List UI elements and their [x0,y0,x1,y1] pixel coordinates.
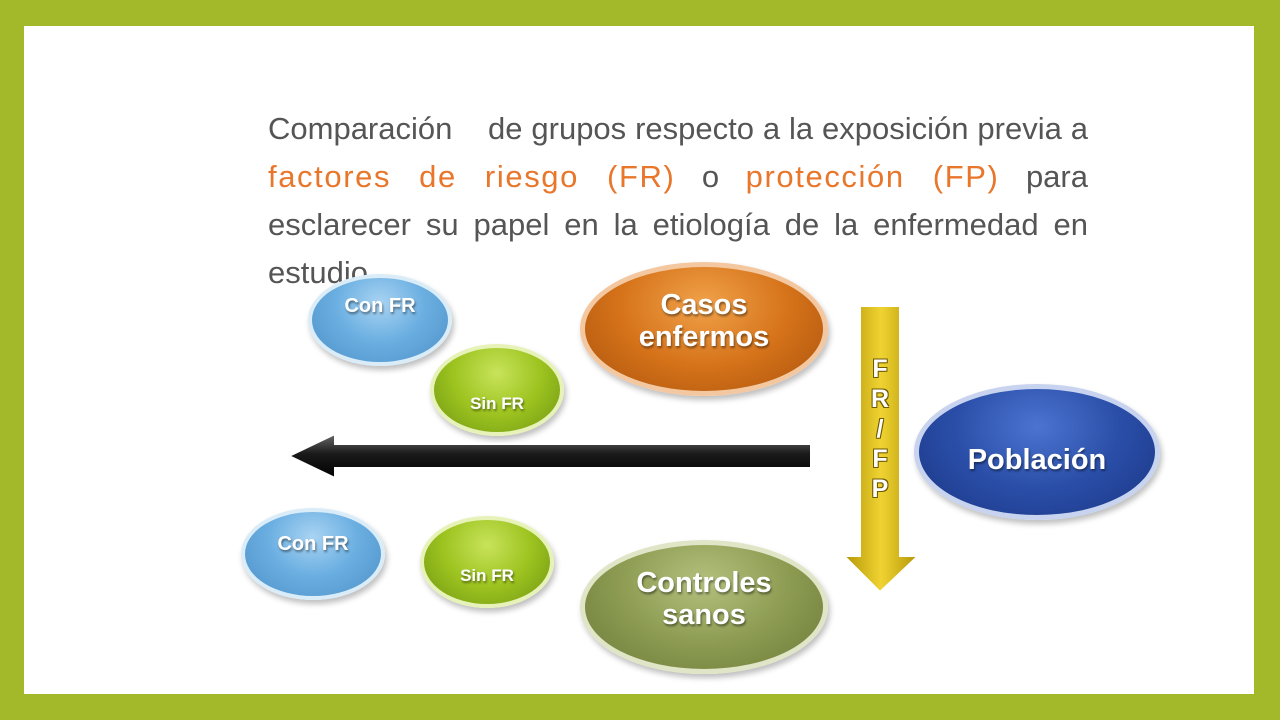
intro-comparacion: Comparación [268,111,453,146]
sin-fr-top-oval: Sin FR [430,344,564,436]
frfp-letter: / [876,415,884,443]
frfp-letter: F [872,355,888,383]
controles-sanos-label: Controles sanos [636,567,772,631]
casos-enfermos-oval: Casos enfermos [580,262,828,396]
frfp-letter: P [871,475,889,503]
intro-highlight-fp: protección (FP) [745,159,1000,194]
fr-fp-vertical-label: F R / F P [862,354,898,504]
poblacion-oval: Población [914,384,1160,520]
intro-text-1: de grupos respecto a la exposición previ… [488,111,1089,146]
con-fr-top-oval: Con FR [308,274,452,366]
frfp-letter: F [872,445,888,473]
sin-fr-bottom-oval: Sin FR [420,516,554,608]
intro-highlight-fr: factores de riesgo (FR) [268,159,676,194]
frfp-letter: R [870,385,890,413]
slide: Comparación de grupos respecto a la expo… [24,26,1254,694]
controles-sanos-oval: Controles sanos [580,540,828,674]
left-arrow-icon [289,432,812,480]
con-fr-bottom-oval: Con FR [241,508,385,600]
con-fr-bottom-label: Con FR [277,532,349,555]
con-fr-top-label: Con FR [344,294,416,317]
poblacion-label: Población [967,444,1107,476]
casos-enfermos-label: Casos enfermos [638,289,770,353]
intro-text-2: o [675,159,746,194]
sin-fr-top-label: Sin FR [470,394,524,413]
sin-fr-bottom-label: Sin FR [460,566,514,585]
intro-text-3: para esclarecer su papel en la etiología… [268,159,1088,290]
fr-fp-down-arrow-icon [842,305,921,594]
intro-paragraph: Comparación de grupos respecto a la expo… [268,105,1088,297]
